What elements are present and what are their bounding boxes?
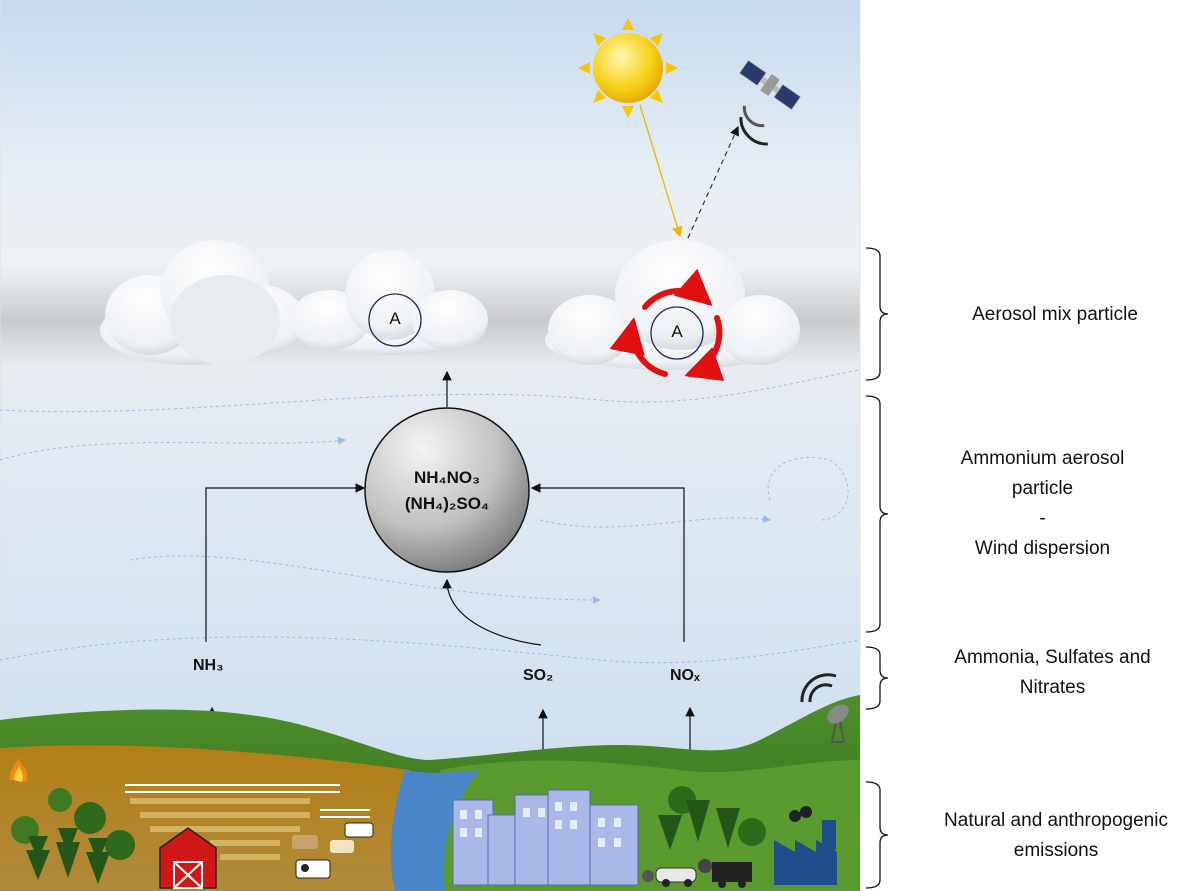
satellite-icon — [738, 59, 802, 146]
factory-icon — [774, 806, 837, 885]
category-emissions-line1: Natural and anthropogenic — [944, 810, 1168, 831]
fire-icon — [9, 758, 28, 782]
category-gases-line2: Nitrates — [1019, 677, 1086, 698]
category-gases-line1: Ammonia, Sulfates and — [954, 647, 1151, 668]
gas-nh3-label: NH₃ — [193, 657, 224, 674]
category-ammonium-line2: particle — [1011, 478, 1074, 499]
particle-formula-1: NH₄NO₃ — [413, 468, 481, 487]
aerosol-circle-right — [650, 306, 704, 360]
barn-icon — [159, 827, 217, 889]
gas-so2-label: SO₂ — [523, 667, 554, 684]
forest-left — [11, 788, 135, 884]
category-ammonium-line4: Wind dispersion — [974, 538, 1111, 559]
category-ammonium-line1: Ammonium aerosol — [960, 448, 1125, 469]
aerosol-label-right: A — [671, 322, 683, 341]
particle-formula-2: (NH₄)₂SO₄ — [404, 494, 490, 513]
cloud-left — [100, 240, 305, 365]
category-ammonium-line3: - — [1039, 508, 1046, 529]
crop-field — [125, 784, 370, 818]
solar-ray-arrow — [639, 104, 683, 238]
aerosol-circle-middle — [368, 293, 422, 347]
ammonium-aerosol-particle — [364, 407, 530, 573]
reflected-ray-arrow — [687, 125, 739, 239]
wind-streams — [0, 369, 861, 664]
cycle-arrows-icon — [609, 268, 725, 382]
aerosol-label-middle: A — [389, 309, 401, 328]
cattle-icons — [292, 822, 374, 879]
forest-right — [658, 786, 766, 850]
gas-nox-label: NOₓ — [670, 667, 700, 684]
category-emissions-line2: emissions — [1013, 840, 1099, 861]
category-aerosol-mix: Aerosol mix particle — [972, 304, 1138, 325]
sun-icon — [578, 18, 678, 118]
category-braces — [865, 247, 889, 889]
vehicles-icon — [642, 859, 752, 888]
ground-sensor-icon — [800, 673, 849, 743]
